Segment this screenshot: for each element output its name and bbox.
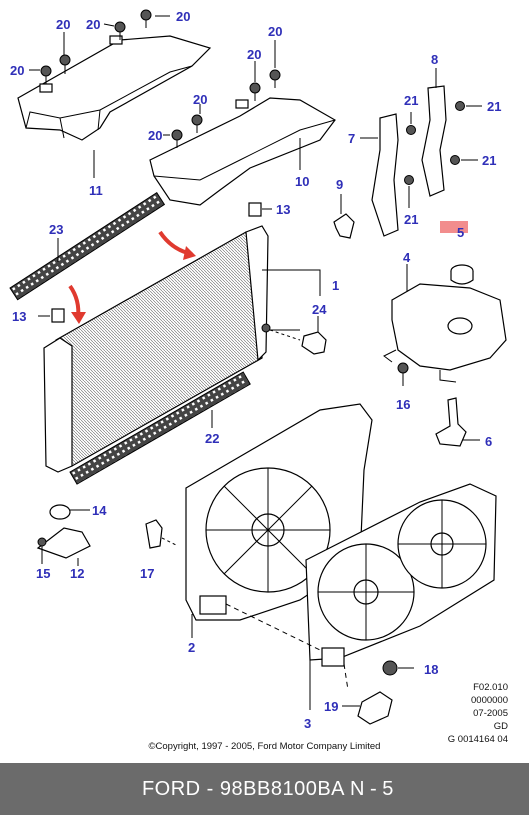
callout-13a: 13 [276,202,290,217]
highlight-box [440,221,468,233]
clip-9 [333,194,355,239]
seal-strip-22 [69,371,251,485]
bolts-20-group-b [163,40,281,148]
reference-block: F02.010 0000000 07-2005 GD G 0014164 04 [448,681,508,746]
callout-19: 19 [324,699,338,714]
level-sensor-6 [435,397,480,447]
bolts-20-group-a [29,9,170,84]
callout-14: 14 [92,503,107,518]
drain-tap-24 [261,316,327,355]
air-deflector-upper-right [149,97,336,206]
callout-20e: 20 [268,24,282,39]
ref-line-3: 07-2005 [473,708,508,719]
footer-bar: FORD - 98BB8100BA N - 5 [0,763,529,815]
callout-13b: 13 [12,309,26,324]
cap-5 [440,221,474,285]
callout-22: 22 [205,431,219,446]
callout-20f: 20 [247,47,261,62]
callout-4: 4 [403,250,411,265]
footer-page-ref: N - 5 [350,778,394,800]
callout-20d: 20 [10,63,24,78]
dashed-assembly-line [225,603,349,691]
resistor-19 [342,691,393,725]
copyright-notice: ©Copyright, 1997 - 2005, Ford Motor Comp… [148,741,381,752]
callout-10: 10 [295,174,309,189]
drain-plug-13 [38,202,272,323]
callout-17: 17 [140,566,154,581]
bolt-16 [397,362,409,386]
air-deflector-upper-left [17,35,212,178]
callout-20c: 20 [176,9,190,24]
bracket-12 [36,527,91,566]
callout-21a: 21 [404,93,418,108]
callout-24: 24 [312,302,327,317]
seal-strip-23 [9,191,166,301]
nut-18 [382,660,414,676]
callout-20h: 20 [148,128,162,143]
callout-6: 6 [485,434,492,449]
callout-1: 1 [332,278,339,293]
deflector-bracket-8 [421,68,447,197]
callout-16: 16 [396,397,410,412]
ref-line-1: F02.010 [473,682,508,693]
callout-21d: 21 [404,212,418,227]
bolts-21 [404,101,482,208]
red-arrow-lower-head [71,312,86,324]
expansion-tank-4 [383,264,507,383]
ref-line-5: G 0014164 04 [447,734,508,745]
callout-2: 2 [188,640,195,655]
screw-17 [145,519,179,549]
callout-21b: 21 [487,99,501,114]
callout-20b: 20 [86,17,100,32]
footer-part-number: FORD - 98BB8100BA [141,778,345,800]
callout-12: 12 [70,566,84,581]
callout-23: 23 [49,222,63,237]
insulator-14 [49,504,90,520]
callout-20g: 20 [193,92,207,107]
callout-11: 11 [89,183,103,198]
callout-7: 7 [348,131,355,146]
callout-3: 3 [304,716,311,731]
red-arrow-upper-head [183,246,196,260]
callout-9: 9 [336,177,343,192]
callout-8: 8 [431,52,438,67]
callout-15: 15 [36,566,50,581]
callout-20a: 20 [56,17,70,32]
deflector-bracket-7 [360,113,399,237]
ref-line-2: 0000000 [471,695,508,706]
callout-18: 18 [424,662,438,677]
callout-21c: 21 [482,153,496,168]
fan-shroud-3 [305,483,497,710]
bolt-15 [37,537,47,564]
ref-line-4: GD [493,721,508,732]
callout-5: 5 [457,225,464,240]
exploded-parts-diagram: 20 20 20 20 20 20 20 20 11 10 8 7 21 21 … [9,9,507,731]
